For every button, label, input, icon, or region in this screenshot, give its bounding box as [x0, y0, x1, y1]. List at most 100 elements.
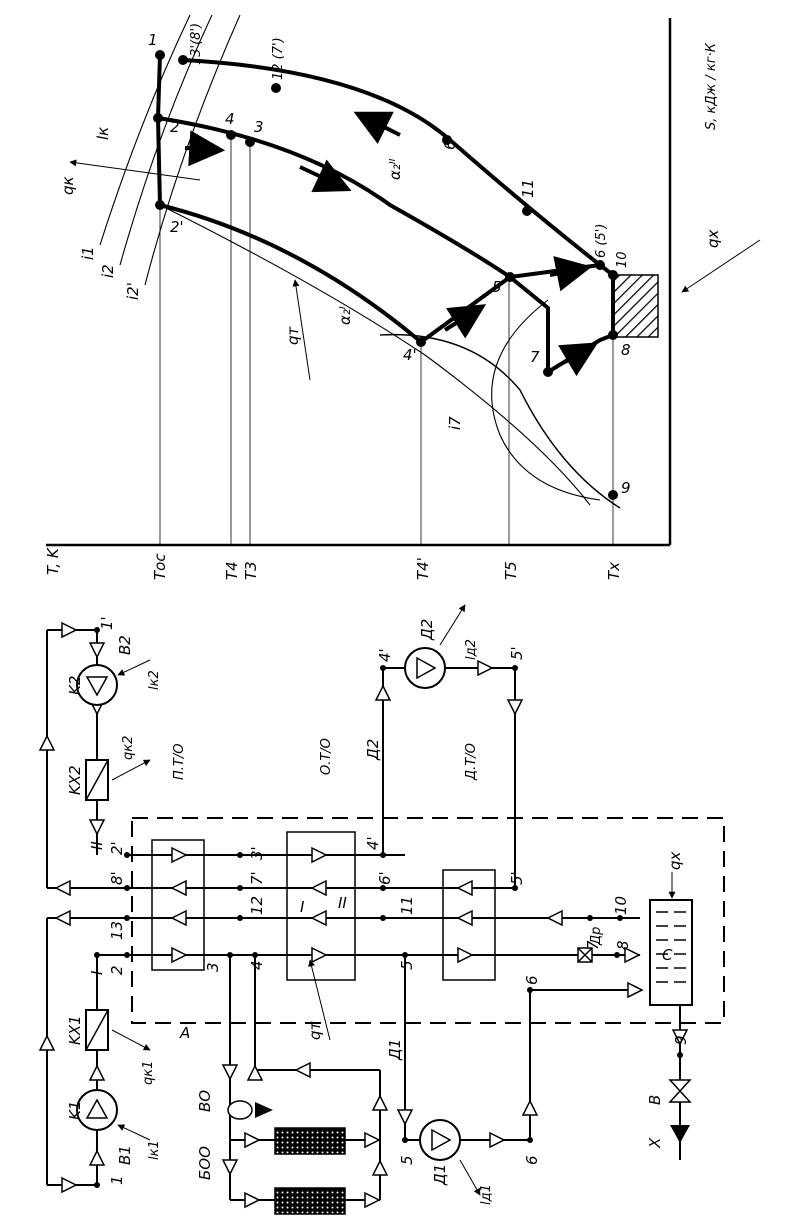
qk1-label: qк1 — [141, 1061, 156, 1085]
svg-text:2': 2' — [108, 841, 126, 855]
adsorber-lower — [274, 1187, 346, 1215]
isolines — [99, 14, 601, 506]
ts-diagram: T, K S, кДж / кг·К Tос T4 T3 T4' T5 Tx — [44, 14, 761, 580]
tick-t-os: Tос — [151, 553, 169, 580]
separator-liquid — [656, 911, 686, 983]
x-label: X — [646, 1137, 664, 1149]
dr-label: Др — [589, 927, 604, 946]
valve-b — [668, 1079, 692, 1103]
svg-text:6: 6 — [523, 1155, 541, 1165]
pt-11: 11 — [519, 179, 537, 198]
pt-4p: 4' — [403, 346, 417, 364]
node-labels: 1 1' 2 2' 3 3' 4 4' 4' 5 5' 5' 5 6 6' 6 … — [98, 616, 690, 1185]
svg-text:1': 1' — [98, 616, 116, 630]
d1-label: Д1 — [431, 1164, 449, 1186]
energy-arrows — [111, 604, 676, 1196]
svg-text:10: 10 — [612, 896, 630, 915]
qt-arrow — [292, 279, 311, 381]
tick-t4: T4 — [223, 561, 241, 580]
lk-label: lк — [94, 127, 112, 140]
svg-text:8: 8 — [614, 940, 632, 950]
svg-text:11: 11 — [398, 896, 416, 915]
moisture-separator — [227, 1100, 253, 1120]
svg-text:1: 1 — [108, 1175, 126, 1185]
pt-8: 8 — [621, 341, 631, 359]
qk-arrow — [69, 159, 201, 181]
valve-label: B — [646, 1095, 664, 1105]
dto-label: Д.Т/О — [464, 743, 479, 781]
d2-label: Д2 — [418, 619, 436, 641]
pt-9: 9 — [621, 479, 631, 497]
i2-label: i2 — [99, 264, 117, 278]
oto-label: О.Т/О — [319, 738, 334, 775]
svg-text:7': 7' — [248, 871, 266, 885]
c-label: C — [662, 946, 673, 964]
pt-7: 7 — [530, 348, 540, 366]
pt-6p: 6' — [441, 136, 459, 150]
bo-label: BO — [196, 1090, 214, 1112]
svg-text:3: 3 — [204, 962, 222, 972]
boundary-a-label: A — [179, 1024, 190, 1042]
alpha-upper-label: α₂ᴵᴵ — [386, 158, 404, 180]
i7-label: i7 — [446, 416, 464, 430]
svg-text:5': 5' — [508, 871, 526, 885]
pt-13: 13'(8') — [189, 23, 204, 65]
pt-5: 5 — [492, 278, 502, 296]
saturation-curve — [379, 333, 621, 509]
b2-label: B2 — [116, 635, 134, 655]
svg-text:12: 12 — [248, 896, 266, 915]
pt-2: 2 — [170, 118, 180, 136]
junction-dots — [94, 627, 683, 1188]
kx1-label: KX1 — [66, 1015, 84, 1045]
svg-text:6: 6 — [523, 975, 541, 985]
i1-label: i1 — [79, 246, 97, 260]
stream-ii-left: II — [88, 841, 106, 850]
pt-2p: 2' — [170, 218, 184, 236]
svg-text:9: 9 — [672, 1035, 690, 1045]
i2p-label: i2' — [124, 282, 142, 300]
boo-label: БОО — [196, 1146, 214, 1180]
qx-arrow — [681, 239, 761, 293]
separator-c — [649, 899, 693, 1006]
qt-scheme-label: qт — [306, 1020, 324, 1040]
qt-label: qт — [284, 325, 302, 345]
adsorber-upper — [274, 1127, 346, 1155]
svg-text:5: 5 — [398, 960, 416, 970]
svg-text:5: 5 — [398, 1155, 416, 1165]
stream-i-left: I — [88, 970, 106, 975]
temperature-axis-label: T, K — [44, 547, 62, 575]
pto-label: П.Т/О — [172, 744, 187, 780]
flow-arrows — [38, 621, 689, 1209]
stream-ii-mid: II — [338, 894, 347, 912]
lk2-label: lк2 — [147, 670, 162, 690]
alpha-lower-label: α₂ᴵ — [336, 306, 354, 325]
svg-text:4': 4' — [364, 836, 382, 850]
tick-t5: T5 — [502, 561, 520, 580]
k1-label: K1 — [66, 1101, 84, 1120]
d1-line-label: Д1 — [386, 1039, 404, 1061]
tick-t4p: T4' — [414, 557, 432, 580]
d2-line-label: Д2 — [364, 739, 382, 761]
output-arrow — [670, 1125, 690, 1143]
qk-label: qк — [59, 176, 77, 195]
ld1-label: lд1 — [479, 1184, 494, 1205]
pt-1: 1 — [148, 31, 158, 49]
cycle-points — [153, 50, 618, 500]
pt-12: 12 (7') — [271, 37, 286, 80]
cycle-arrows — [299, 111, 599, 377]
svg-text:6': 6' — [376, 871, 394, 885]
b1-label: B1 — [116, 1145, 134, 1165]
tick-tx: Tx — [605, 562, 623, 580]
tick-t3: T3 — [242, 561, 260, 580]
ld2-label: lд2 — [464, 639, 479, 660]
process-scheme: A П.Т/О О.Т/О Д.Т/О — [38, 604, 725, 1215]
pt-3: 3 — [254, 118, 264, 136]
svg-text:4: 4 — [248, 960, 266, 970]
entropy-axis-label: S, кДж / кг·К — [704, 42, 719, 130]
kx2-label: KX2 — [66, 765, 84, 795]
qx-scheme-label: qx — [666, 851, 684, 870]
refrigerated-object-block — [612, 274, 659, 338]
svg-text:5': 5' — [508, 646, 526, 660]
stream-lines — [46, 629, 681, 1201]
